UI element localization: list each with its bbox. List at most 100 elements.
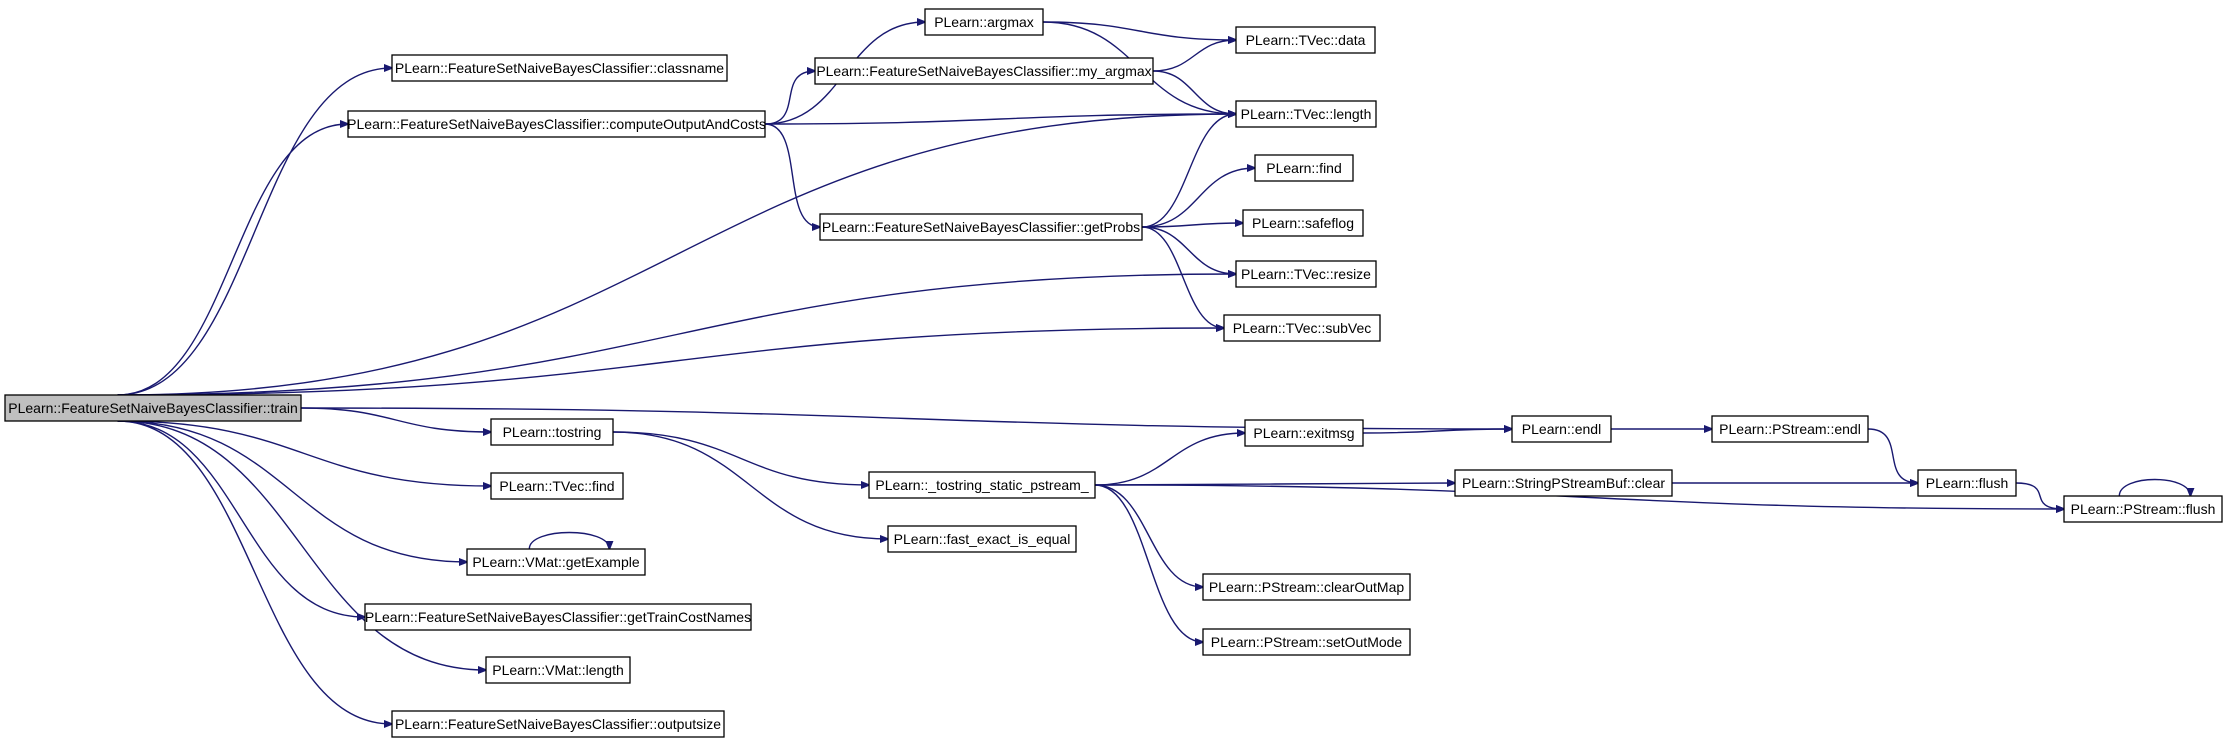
edge-arrow	[117, 420, 486, 670]
node-box[interactable]	[1244, 419, 1364, 447]
edge-arrow	[117, 274, 1236, 396]
node-outputsize[interactable]: PLearn::FeatureSetNaiveBayesClassifier::…	[391, 710, 725, 738]
node-box[interactable]	[924, 8, 1044, 36]
node-tostring[interactable]: PLearn::tostring	[490, 418, 614, 446]
node-argmax[interactable]: PLearn::argmax	[924, 8, 1044, 36]
edge-getProbs-to-find	[1141, 168, 1255, 228]
node-box[interactable]	[4, 394, 302, 422]
edge-arrow	[764, 123, 820, 227]
edge-arrow	[612, 431, 888, 539]
node-flush[interactable]: PLearn::flush	[1917, 469, 2017, 497]
node-label: PLearn::TVec::length	[1241, 106, 1372, 122]
node-safeflog[interactable]: PLearn::safeflog	[1242, 209, 1364, 237]
node-getTrainCostNames[interactable]: PLearn::FeatureSetNaiveBayesClassifier::…	[364, 603, 752, 631]
node-box[interactable]	[490, 418, 614, 446]
node-label: PLearn::FeatureSetNaiveBayesClassifier::…	[822, 219, 1140, 235]
node-pstream_flush[interactable]: PLearn::PStream::flush	[2063, 495, 2223, 523]
node-spsb_clear[interactable]: PLearn::StringPStreamBuf::clear	[1454, 469, 1673, 497]
node-box[interactable]	[1254, 154, 1354, 182]
node-clearOutMap[interactable]: PLearn::PStream::clearOutMap	[1202, 573, 1411, 601]
edge-arrow	[1094, 484, 2064, 509]
edge-arrow	[764, 71, 815, 125]
node-box[interactable]	[1235, 26, 1376, 54]
node-box[interactable]	[364, 603, 752, 631]
edge-train-to-tvec_find	[117, 420, 491, 486]
node-box[interactable]	[814, 57, 1154, 85]
node-box[interactable]	[391, 710, 725, 738]
edge-my_argmax-to-tvec_length	[1152, 70, 1236, 114]
node-box[interactable]	[490, 472, 624, 500]
node-endl[interactable]: PLearn::endl	[1511, 415, 1612, 443]
node-fast_exact[interactable]: PLearn::fast_exact_is_equal	[887, 525, 1077, 553]
node-box[interactable]	[1202, 573, 1411, 601]
node-computeOutputAndCosts[interactable]: PLearn::FeatureSetNaiveBayesClassifier::…	[347, 110, 766, 138]
node-label: PLearn::safeflog	[1252, 215, 1354, 231]
node-box[interactable]	[485, 656, 631, 684]
node-box[interactable]	[1223, 314, 1381, 342]
edge-arrow	[1141, 226, 1236, 274]
node-exitmsg[interactable]: PLearn::exitmsg	[1244, 419, 1364, 447]
node-box[interactable]	[1235, 260, 1377, 288]
node-box[interactable]	[1454, 469, 1673, 497]
node-label: PLearn::argmax	[934, 14, 1034, 30]
node-label: PLearn::FeatureSetNaiveBayesClassifier::…	[816, 63, 1151, 79]
node-setOutMode[interactable]: PLearn::PStream::setOutMode	[1202, 628, 1411, 656]
node-tvec_length[interactable]: PLearn::TVec::length	[1235, 100, 1377, 128]
edge-argmax-to-tvec_data	[1042, 21, 1236, 40]
edge-arrow	[2015, 482, 2064, 509]
node-label: PLearn::find	[1266, 160, 1342, 176]
node-box[interactable]	[819, 213, 1143, 241]
node-my_argmax[interactable]: PLearn::FeatureSetNaiveBayesClassifier::…	[814, 57, 1154, 85]
node-train[interactable]: PLearn::FeatureSetNaiveBayesClassifier::…	[4, 394, 302, 422]
edge-arrow	[117, 124, 348, 396]
edge-arrow	[1141, 114, 1236, 228]
node-box[interactable]	[347, 110, 766, 138]
node-label: PLearn::_tostring_static_pstream_	[875, 477, 1088, 493]
edge-getProbs-to-tvec_subVec	[1141, 226, 1224, 328]
edge-computeOutputAndCosts-to-getProbs	[764, 123, 820, 227]
node-label: PLearn::TVec::subVec	[1233, 320, 1372, 336]
edge-arrow	[117, 114, 1236, 396]
node-box[interactable]	[1711, 415, 1869, 443]
node-getProbs[interactable]: PLearn::FeatureSetNaiveBayesClassifier::…	[819, 213, 1143, 241]
node-box[interactable]	[1235, 100, 1377, 128]
node-tvec_data[interactable]: PLearn::TVec::data	[1235, 26, 1376, 54]
node-box[interactable]	[1917, 469, 2017, 497]
edge-arrow	[1867, 428, 1918, 483]
node-box[interactable]	[391, 54, 728, 82]
node-box[interactable]	[1242, 209, 1364, 237]
edge-getProbs-to-tvec_resize	[1141, 226, 1236, 274]
edge-arrow	[1152, 70, 1236, 114]
node-tvec_subVec[interactable]: PLearn::TVec::subVec	[1223, 314, 1381, 342]
node-label: PLearn::endl	[1522, 421, 1601, 437]
edge-train-to-tostring	[300, 407, 491, 432]
edge-tostring_static-to-pstream_flush	[1094, 484, 2064, 509]
node-label: PLearn::VMat::length	[492, 662, 624, 678]
node-box[interactable]	[1202, 628, 1411, 656]
edge-exitmsg-to-endl	[1362, 429, 1512, 434]
node-find[interactable]: PLearn::find	[1254, 154, 1354, 182]
edge-arrow	[1362, 429, 1512, 434]
node-box[interactable]	[887, 525, 1077, 553]
node-getExample[interactable]: PLearn::VMat::getExample	[466, 548, 646, 576]
edge-train-to-outputsize	[117, 420, 392, 724]
node-box[interactable]	[868, 471, 1096, 499]
edge-train-to-classname	[117, 68, 392, 396]
node-box[interactable]	[2063, 495, 2223, 523]
node-tvec_find[interactable]: PLearn::TVec::find	[490, 472, 624, 500]
node-tostring_static[interactable]: PLearn::_tostring_static_pstream_	[868, 471, 1096, 499]
edge-arrow	[1141, 226, 1224, 328]
node-label: PLearn::fast_exact_is_equal	[894, 531, 1071, 547]
edge-pstream_flush-to-pstream_flush	[2118, 478, 2190, 497]
node-box[interactable]	[466, 548, 646, 576]
node-pstream_endl[interactable]: PLearn::PStream::endl	[1711, 415, 1869, 443]
node-box[interactable]	[1511, 415, 1612, 443]
node-classname[interactable]: PLearn::FeatureSetNaiveBayesClassifier::…	[391, 54, 728, 82]
edge-arrow	[1042, 21, 1236, 40]
edge-computeOutputAndCosts-to-my_argmax	[764, 71, 815, 125]
node-vmat_length[interactable]: PLearn::VMat::length	[485, 656, 631, 684]
node-label: PLearn::TVec::data	[1246, 32, 1366, 48]
node-label: PLearn::FeatureSetNaiveBayesClassifier::…	[395, 60, 724, 76]
node-tvec_resize[interactable]: PLearn::TVec::resize	[1235, 260, 1377, 288]
